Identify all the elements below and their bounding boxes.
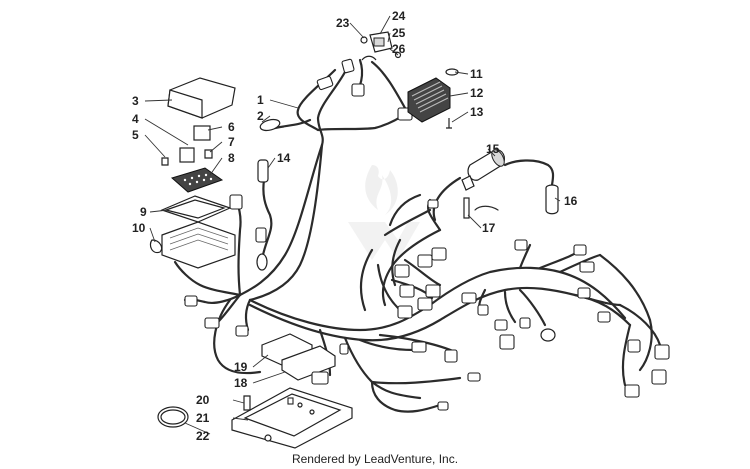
callout-23: 23 — [336, 16, 350, 30]
callout-labels: 1 2 3 4 5 6 7 8 9 10 11 12 13 14 15 16 1… — [132, 9, 578, 443]
footer-credit: Rendered by LeadVenture, Inc. — [291, 452, 459, 466]
top-connectors — [316, 58, 413, 121]
ecu-module — [261, 333, 336, 385]
callout-24: 24 — [392, 9, 406, 23]
spark-plug-cap — [545, 184, 559, 215]
callout-26: 26 — [392, 42, 406, 56]
callout-12: 12 — [470, 86, 484, 100]
relay-bracket — [360, 31, 402, 61]
watermark-logo — [348, 165, 420, 260]
callout-17: 17 — [482, 221, 496, 235]
callout-5: 5 — [132, 128, 139, 142]
callout-15: 15 — [486, 142, 500, 156]
voltage-regulator — [407, 68, 459, 129]
callout-16: 16 — [564, 194, 578, 208]
callout-13: 13 — [470, 105, 484, 119]
callout-4: 4 — [132, 112, 139, 126]
fuse-box-base — [149, 194, 243, 269]
callout-18: 18 — [234, 376, 248, 390]
callout-2: 2 — [257, 109, 264, 123]
relays-and-fuses — [161, 125, 224, 193]
callout-1: 1 — [257, 93, 264, 107]
harness-connectors — [184, 199, 670, 411]
callout-9: 9 — [140, 205, 147, 219]
callout-11: 11 — [470, 67, 483, 81]
callout-22: 22 — [196, 429, 210, 443]
callout-25: 25 — [392, 26, 406, 40]
callout-10: 10 — [132, 221, 146, 235]
sensor-lead — [255, 159, 269, 271]
ignition-coil — [461, 149, 506, 219]
clamp-ring — [157, 406, 189, 428]
callout-20: 20 — [196, 393, 210, 407]
battery-tray — [231, 387, 353, 449]
callout-8: 8 — [228, 151, 235, 165]
grommet — [259, 118, 281, 132]
callout-3: 3 — [132, 94, 139, 108]
fuse-box-cover — [167, 77, 236, 119]
callout-6: 6 — [228, 120, 235, 134]
callout-19: 19 — [234, 360, 248, 374]
callout-7: 7 — [228, 135, 235, 149]
leader-lines — [144, 15, 561, 435]
callout-14: 14 — [277, 151, 291, 165]
callout-21: 21 — [196, 411, 210, 425]
bolt-20 — [243, 395, 251, 411]
